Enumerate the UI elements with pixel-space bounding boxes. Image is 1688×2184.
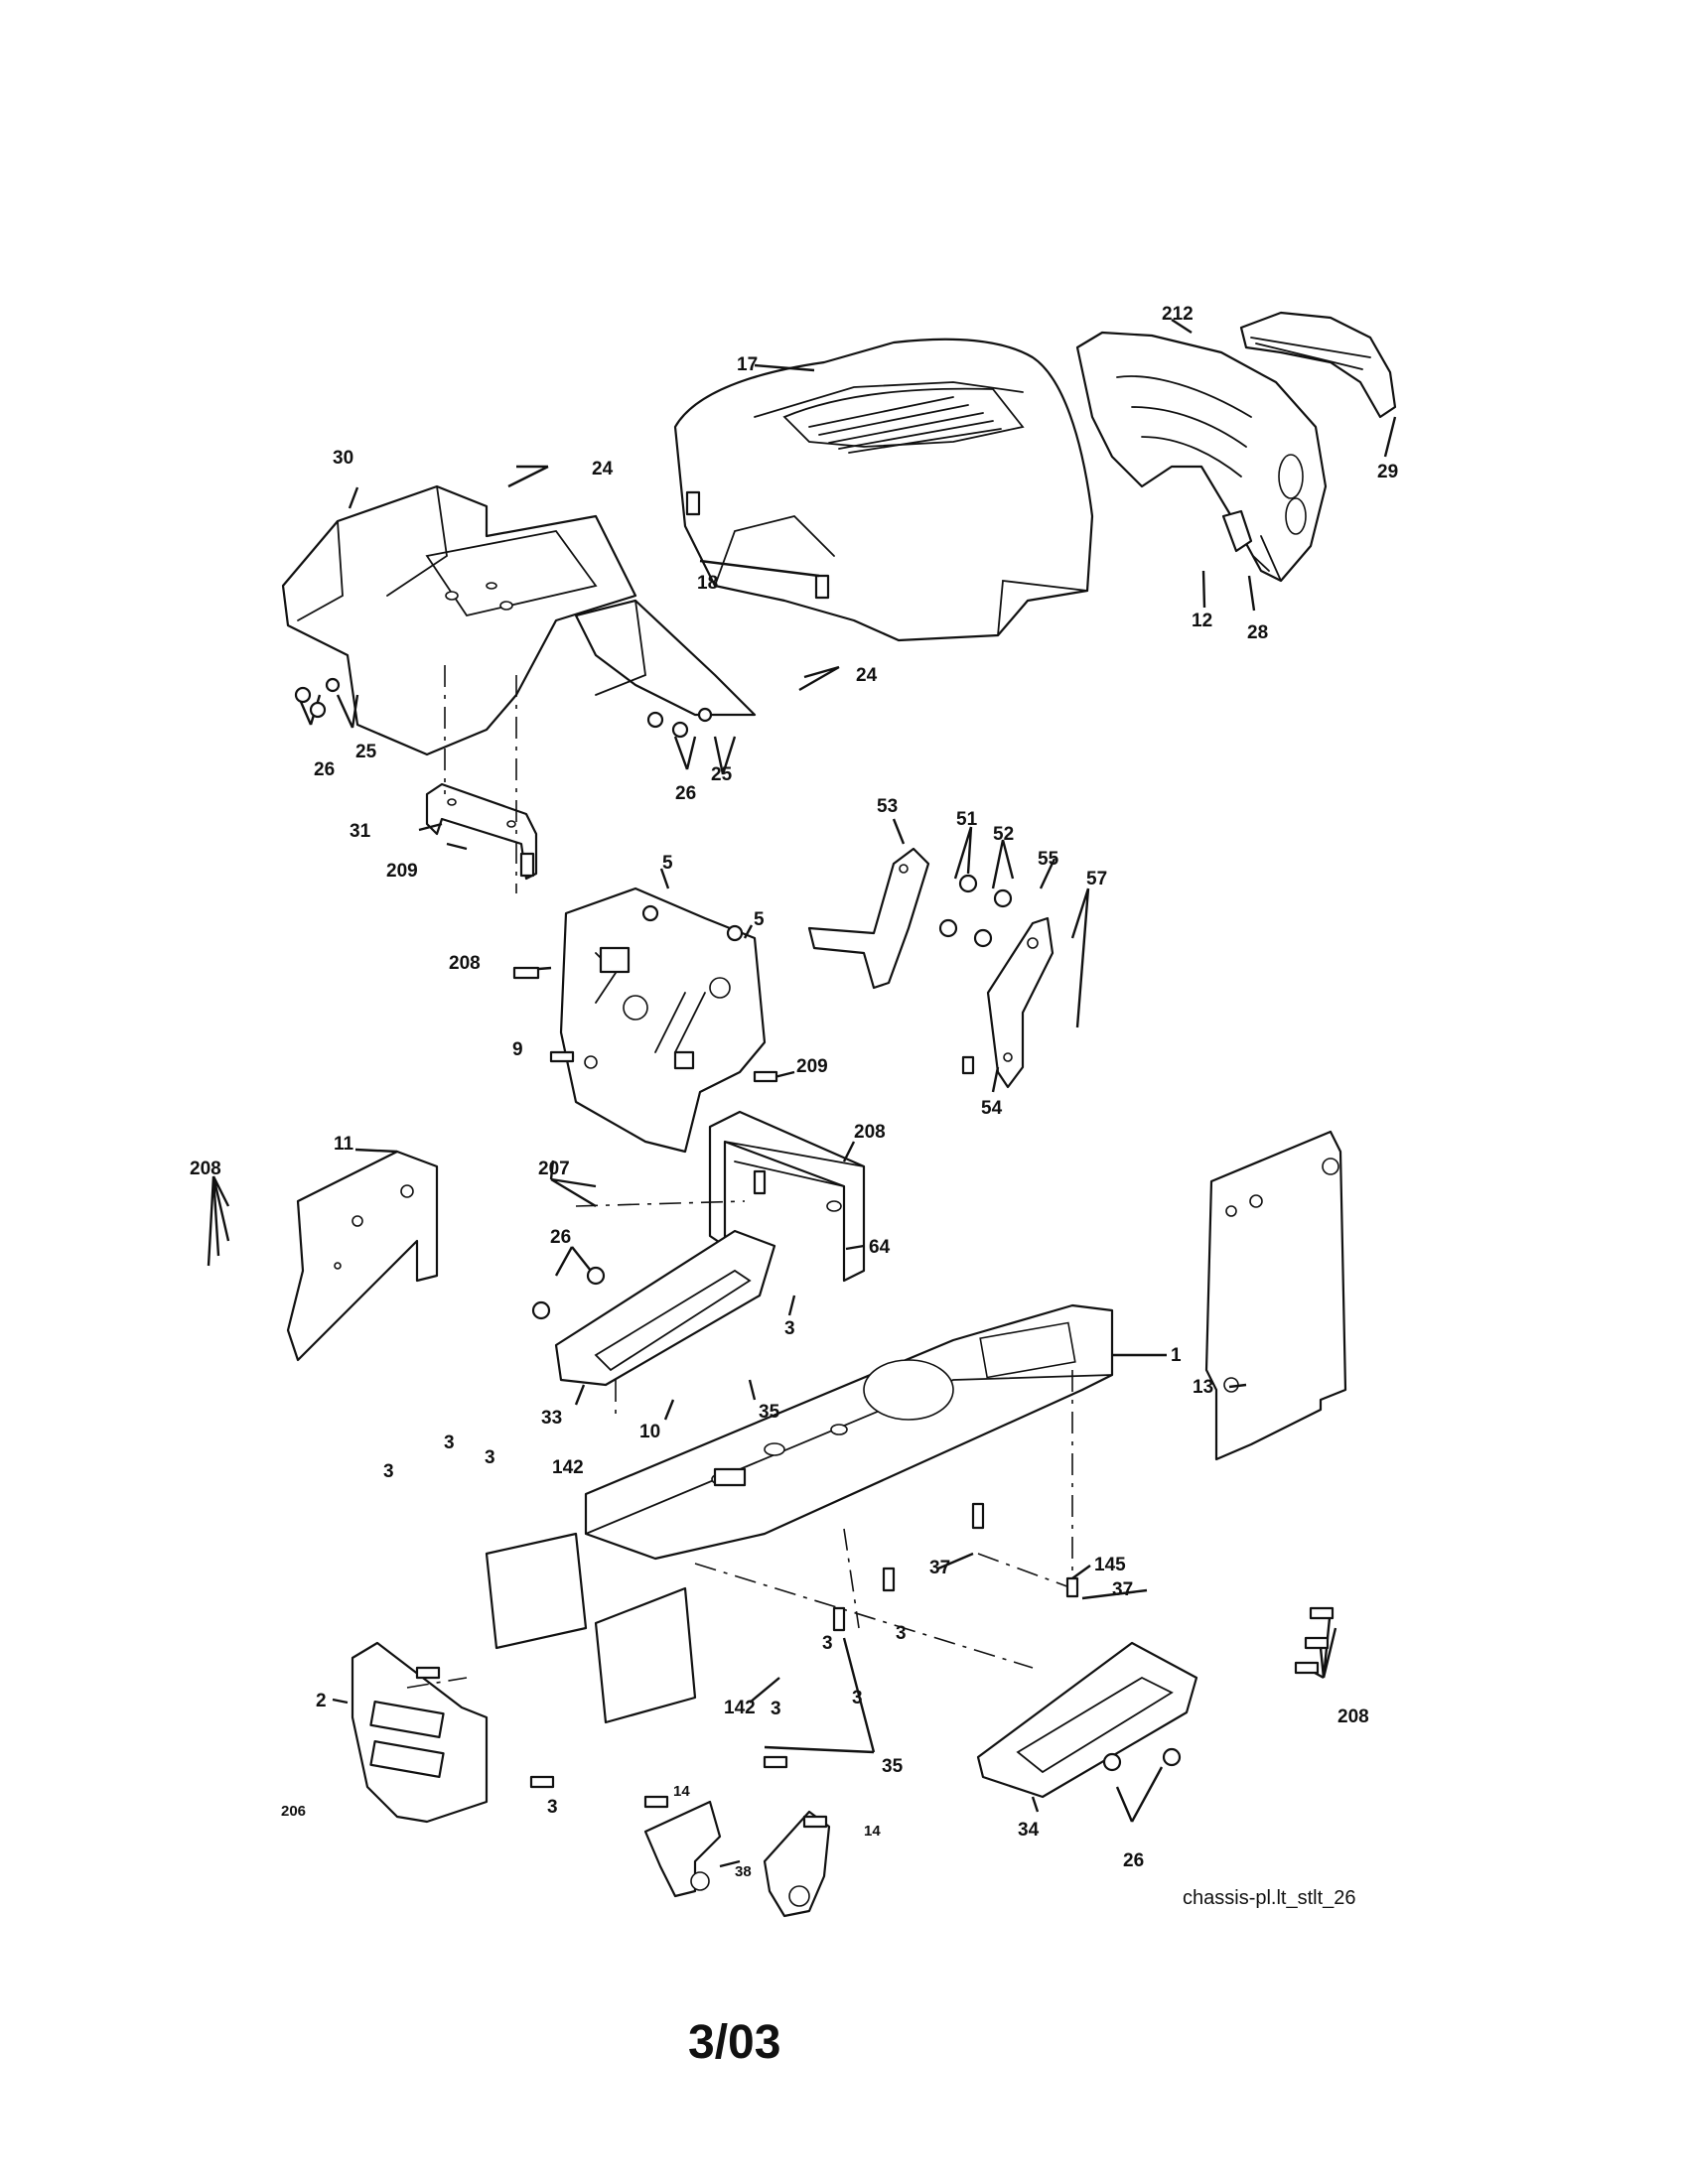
callout-11: 11 — [334, 1134, 354, 1155]
assembly-guide-lines — [406, 1200, 1073, 1689]
fender-part-30 — [281, 484, 757, 756]
callout-57: 57 — [1086, 869, 1107, 889]
callout-14: 14 — [673, 1783, 690, 1800]
callout-2: 2 — [316, 1691, 327, 1711]
footrest-part-33 — [554, 1229, 776, 1387]
bracket-part-53 — [807, 847, 930, 990]
callout-209: 209 — [386, 861, 418, 882]
callout-25: 25 — [355, 742, 377, 762]
callout-37: 37 — [1112, 1579, 1133, 1600]
callout-10: 10 — [639, 1422, 660, 1442]
callout-13: 13 — [1193, 1377, 1213, 1398]
bracket-part-55 — [986, 916, 1055, 1089]
callout-55: 55 — [1038, 849, 1059, 870]
callout-3: 3 — [822, 1633, 833, 1654]
side-plate-part-13 — [1204, 1130, 1347, 1461]
callout-30: 30 — [333, 448, 353, 469]
callout-3: 3 — [896, 1623, 907, 1644]
callout-26: 26 — [550, 1227, 571, 1248]
axle-plate-part-38 — [643, 1800, 831, 1918]
callout-3: 3 — [852, 1688, 863, 1708]
callout-212: 212 — [1162, 304, 1194, 325]
callout-3: 3 — [383, 1461, 394, 1482]
callout-24: 24 — [856, 665, 878, 686]
callout-26: 26 — [675, 783, 696, 804]
callout-3: 3 — [444, 1433, 455, 1453]
callout-29: 29 — [1377, 462, 1398, 482]
fasteners — [294, 677, 1335, 1829]
callout-34: 34 — [1018, 1820, 1040, 1841]
callout-37: 37 — [929, 1558, 950, 1578]
callout-209: 209 — [796, 1056, 828, 1077]
callout-206: 206 — [281, 1803, 306, 1820]
callout-5: 5 — [754, 909, 765, 930]
callout-26: 26 — [314, 759, 335, 780]
callout-208: 208 — [449, 953, 481, 974]
callout-208: 208 — [1337, 1706, 1369, 1727]
callout-33: 33 — [541, 1408, 562, 1429]
callout-207: 207 — [538, 1159, 570, 1179]
front-grille-part-28 — [1075, 331, 1328, 583]
bracket-part-31 — [425, 665, 538, 893]
main-frame-part-1 — [485, 1303, 1114, 1724]
callout-28: 28 — [1247, 622, 1268, 643]
callout-3: 3 — [771, 1699, 781, 1719]
callout-53: 53 — [877, 796, 898, 817]
hood-part-17 — [673, 338, 1094, 642]
callout-35: 35 — [882, 1756, 904, 1777]
side-plate-part-11 — [286, 1150, 439, 1362]
callout-14: 14 — [864, 1823, 881, 1840]
callout-5: 5 — [662, 853, 673, 874]
footrest-part-34 — [976, 1641, 1198, 1799]
callout-208: 208 — [854, 1122, 886, 1143]
leader-lines — [207, 318, 1397, 1868]
callout-142: 142 — [552, 1457, 584, 1478]
grille-insert-part-212 — [1239, 311, 1397, 419]
callout-35: 35 — [759, 1402, 780, 1423]
callout-26: 26 — [1123, 1850, 1144, 1871]
callout-142: 142 — [724, 1698, 756, 1718]
diagram-caption: chassis-pl.lt_stlt_26 — [1183, 1887, 1356, 1909]
callout-3: 3 — [784, 1318, 795, 1339]
callout-54: 54 — [981, 1098, 1003, 1119]
callout-9: 9 — [512, 1039, 523, 1060]
callout-labels: 212 17 29 30 24 18 12 28 24 25 26 25 26 … — [190, 304, 1398, 1880]
callout-1: 1 — [1171, 1345, 1182, 1366]
callout-64: 64 — [869, 1237, 891, 1258]
callout-12: 12 — [1192, 611, 1212, 631]
callout-51: 51 — [956, 809, 978, 830]
callout-18: 18 — [697, 573, 718, 594]
callout-31: 31 — [350, 821, 371, 842]
callout-24: 24 — [592, 459, 614, 479]
callout-52: 52 — [993, 824, 1014, 845]
callout-3: 3 — [485, 1447, 495, 1468]
callout-38: 38 — [735, 1863, 752, 1880]
callout-17: 17 — [737, 354, 758, 375]
callout-3: 3 — [547, 1797, 558, 1818]
dash-panel-part-9 — [559, 887, 767, 1154]
callout-25: 25 — [711, 764, 733, 785]
callout-208: 208 — [190, 1159, 221, 1179]
callout-145: 145 — [1094, 1555, 1126, 1575]
front-plate-part-2 — [351, 1641, 489, 1824]
revision-date: 3/03 — [688, 2016, 780, 2069]
